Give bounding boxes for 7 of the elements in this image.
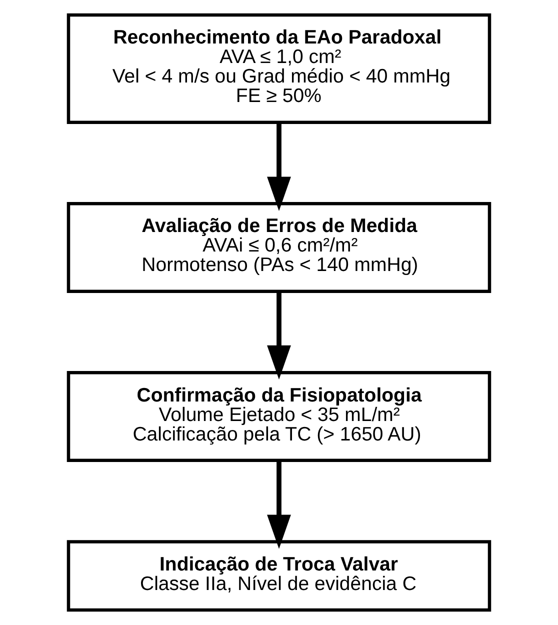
arrow	[267, 460, 291, 549]
node-box: Reconhecimento da EAo Paradoxal AVA ≤ 1,0 cm² Vel < 4 m/s ou Grad médio < 40 mmHg FE ≥ 50%	[66, 13, 492, 124]
arrow	[267, 122, 291, 211]
node-box: Indicação de Troca Valvar Classe IIa, Nível de evidência C	[66, 540, 492, 612]
node-box: Avaliação de Erros de Medida AVAi ≤ 0,6 cm²/m² Normotenso (PAs < 140 mmHg)	[66, 202, 492, 293]
node-box: Confirmação da Fisiopatologia Volume Ejetado < 35 mL/m² Calcificação pela TC (> 1650 AU)	[66, 371, 492, 462]
arrow	[267, 291, 291, 380]
